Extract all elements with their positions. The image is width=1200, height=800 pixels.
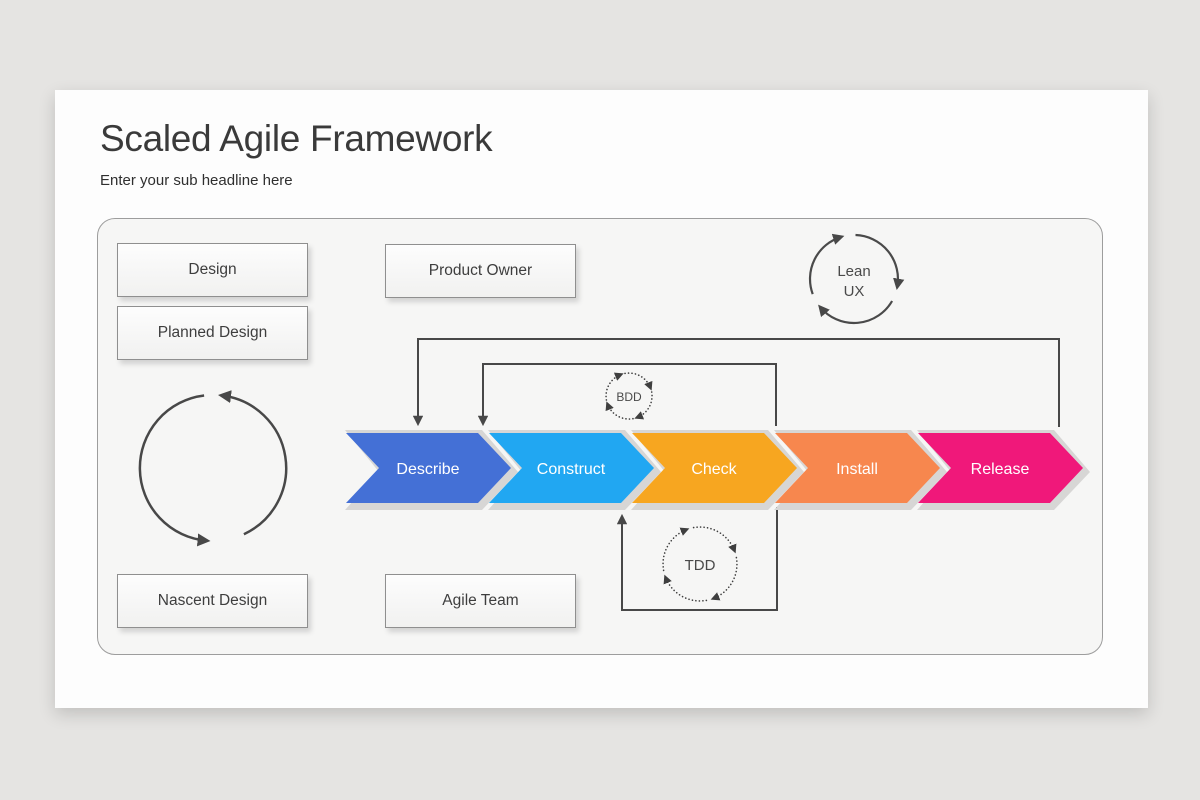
box-nascent-design: Nascent Design [117, 574, 308, 628]
box-product-owner: Product Owner [385, 244, 576, 298]
box-product-owner-label: Product Owner [428, 262, 533, 279]
box-nascent-design-label: Nascent Design [157, 592, 268, 609]
box-design-label: Design [188, 261, 237, 278]
box-planned-design: Planned Design [117, 306, 308, 360]
slide-title: Scaled Agile Framework [100, 118, 493, 159]
box-design: Design [117, 243, 308, 297]
slide-subtitle: Enter your sub headline here [100, 172, 293, 189]
box-planned-design-label: Planned Design [157, 324, 268, 341]
box-agile-team: Agile Team [385, 574, 576, 628]
box-agile-team-label: Agile Team [442, 592, 519, 609]
